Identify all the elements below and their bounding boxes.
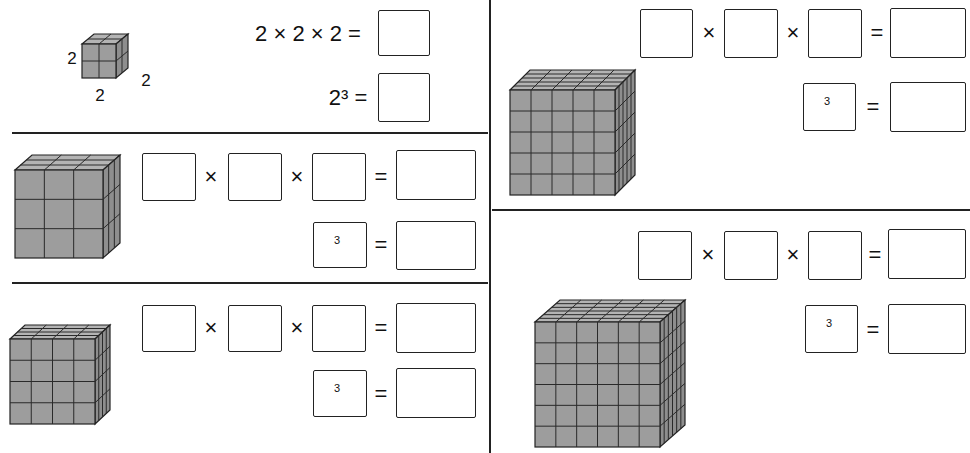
panel-dividers xyxy=(12,0,970,453)
times-sign: × xyxy=(205,317,218,339)
answer-box xyxy=(724,231,778,280)
cube-grid xyxy=(510,70,635,195)
cube-grid xyxy=(15,155,120,258)
unit-cube xyxy=(82,34,128,78)
answer-box xyxy=(890,8,966,58)
exponent-box: 3 xyxy=(313,370,367,417)
cube-side xyxy=(103,155,120,258)
unit-cube xyxy=(15,155,120,258)
equals-sign: = xyxy=(869,244,882,266)
answer-box xyxy=(888,229,966,279)
exponent-box: 3 xyxy=(805,305,858,353)
answer-box xyxy=(378,73,430,122)
cube-grid xyxy=(535,300,685,447)
exponent-box: 3 xyxy=(803,83,856,131)
answer-box xyxy=(142,153,196,201)
answer-box xyxy=(724,9,778,58)
times-sign: × xyxy=(205,166,218,188)
answer-box xyxy=(378,10,430,56)
answer-box xyxy=(638,231,692,280)
divider-line xyxy=(12,132,488,134)
answer-box xyxy=(396,150,476,200)
cube-grid xyxy=(82,34,128,78)
exponent-digit: 3 xyxy=(334,235,340,246)
divider-line xyxy=(489,0,491,453)
cube-front xyxy=(15,170,103,258)
dimension-label: 2 xyxy=(67,50,76,67)
answer-box xyxy=(890,82,966,132)
unit-cube xyxy=(510,70,635,195)
exponent-digit: 3 xyxy=(826,318,832,329)
cube-side xyxy=(615,70,635,195)
times-sign: × xyxy=(787,22,800,44)
cube-grid xyxy=(10,325,110,424)
answer-box xyxy=(396,221,476,270)
cube-group xyxy=(10,34,685,447)
dimension-label: 2 xyxy=(141,72,150,89)
answer-box xyxy=(312,305,366,352)
equals-sign: = xyxy=(375,166,388,188)
divider-line xyxy=(492,209,970,211)
cube-front xyxy=(510,90,615,195)
dimension-label: 2 xyxy=(95,87,104,104)
equals-sign: = xyxy=(375,317,388,339)
answer-box xyxy=(396,368,476,418)
divider-line xyxy=(12,282,488,284)
exponent-digit: 3 xyxy=(334,383,340,394)
equals-sign: = xyxy=(867,319,880,341)
equals-sign: = xyxy=(375,234,388,256)
answer-box xyxy=(640,9,693,58)
answer-box xyxy=(396,303,476,353)
cube-top xyxy=(15,155,120,170)
cube-top xyxy=(510,70,635,90)
unit-cube xyxy=(535,300,685,447)
times-sign: × xyxy=(702,244,715,266)
times-sign: × xyxy=(703,22,716,44)
answer-box xyxy=(312,153,366,201)
answer-box xyxy=(888,304,966,354)
equals-sign: = xyxy=(871,22,884,44)
answer-box xyxy=(808,9,862,58)
times-sign: × xyxy=(291,317,304,339)
answer-box xyxy=(228,153,282,201)
answer-box xyxy=(228,305,282,352)
answer-box xyxy=(808,231,862,280)
times-sign: × xyxy=(787,244,800,266)
answer-box xyxy=(142,305,196,352)
exponent-digit: 3 xyxy=(824,96,830,107)
times-sign: × xyxy=(291,166,304,188)
equals-sign: = xyxy=(375,383,388,405)
multiplication-expression: 2 × 2 × 2 = xyxy=(255,23,361,45)
exponent-box: 3 xyxy=(313,222,367,268)
equals-sign: = xyxy=(867,96,880,118)
unit-cube xyxy=(10,325,110,424)
power-expression: 2³ = xyxy=(329,87,368,109)
